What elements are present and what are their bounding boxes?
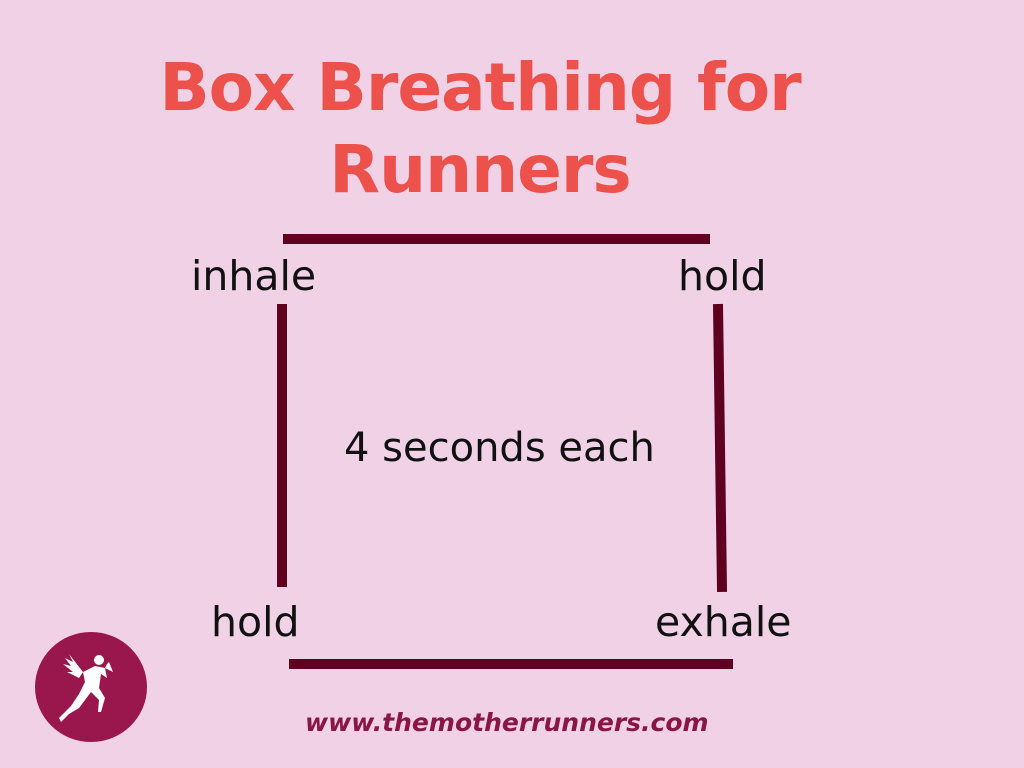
box-top-line [283,234,710,244]
box-bottom-line [289,659,733,669]
website-url[interactable]: www.themotherrunners.com [305,708,709,737]
running-woman-icon [59,654,113,722]
title-line-1: Box Breathing for [159,49,801,126]
logo [35,632,147,742]
label-hold-top: hold [678,252,767,300]
box-left-line [277,304,287,587]
label-inhale: inhale [191,252,317,300]
box-right-line [713,303,728,593]
label-hold-bottom: hold [211,598,300,646]
title-line-2: Runners [329,131,631,208]
center-label: 4 seconds each [344,425,655,471]
label-exhale: exhale [655,598,792,646]
